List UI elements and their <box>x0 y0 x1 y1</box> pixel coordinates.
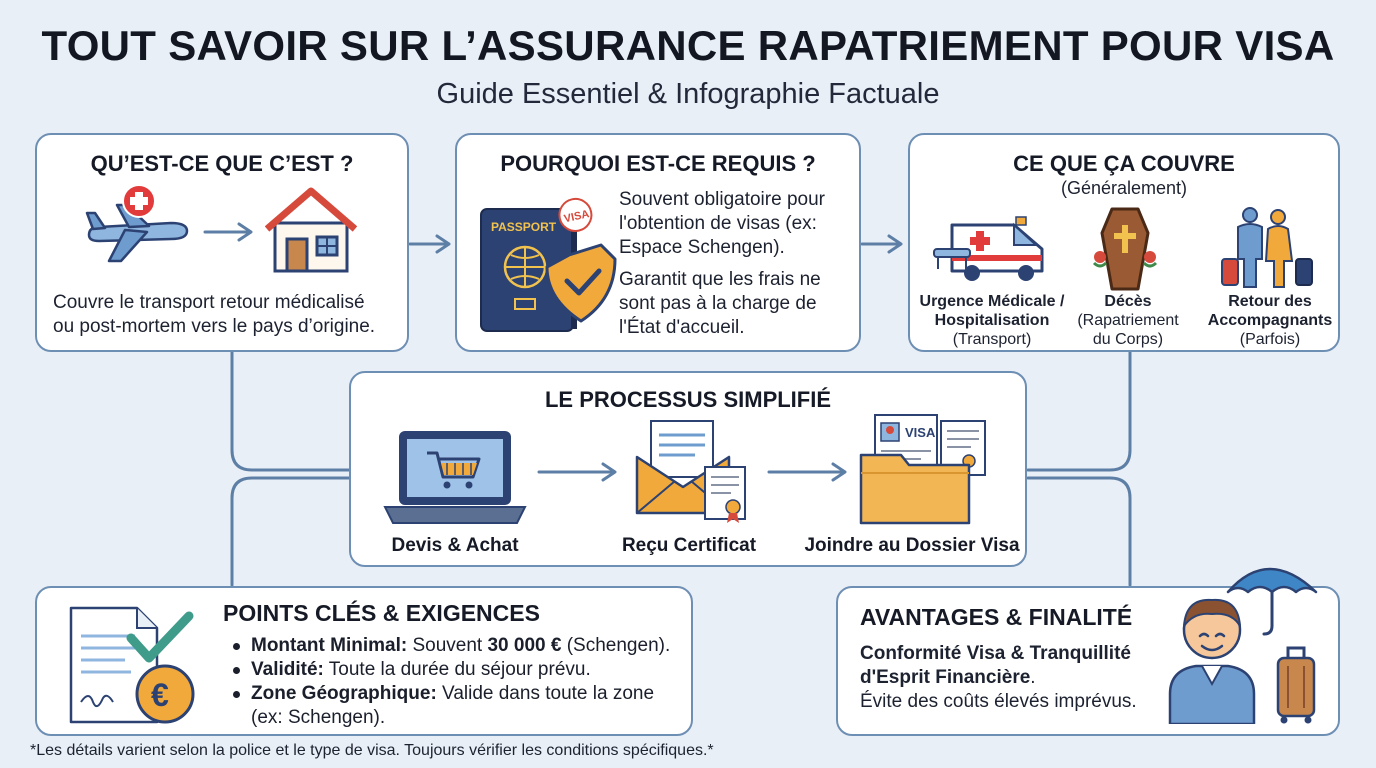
medical-plane-icon <box>85 184 189 263</box>
why-p2-line3: l'État d'accueil. <box>619 317 745 338</box>
why-p1-line3: Espace Schengen). <box>619 237 785 258</box>
card-benefits: AVANTAGES & FINALITÉ Conformité Visa & T… <box>836 586 1340 736</box>
why-p1-line1: Souvent obligatoire pour <box>619 189 825 210</box>
card-keypoints-title: POINTS CLÉS & EXIGENCES <box>223 600 540 626</box>
coverage-item-medical: Urgence Médicale / Hospitalisation (Tran… <box>912 292 1072 349</box>
coverage-companions-l1: Retour des <box>1228 293 1312 310</box>
coverage-death-l2: (Rapatriement <box>1077 312 1179 329</box>
card-why-required: POURQUOI EST-CE REQUIS ? PASSPORT VISA S… <box>455 133 861 352</box>
benefits-bold-line1: Conformité Visa & Tranquillité <box>860 642 1131 666</box>
ambulance-icon <box>933 216 1044 281</box>
keypoint-validity-text: Toute la durée du séjour prévu. <box>323 659 591 680</box>
coverage-medical-l2: Hospitalisation <box>934 312 1050 329</box>
home-icon <box>265 187 357 273</box>
coverage-medical-l1: Urgence Médicale / <box>919 293 1065 310</box>
card-coverage-title: CE QUE ÇA COUVRE <box>1013 151 1235 176</box>
what-text-line1: Couvre le transport retour médicalisé <box>53 292 365 313</box>
visa-doc-label: VISA <box>905 425 936 440</box>
benefits-bold-l2: d'Esprit Financière <box>860 667 1031 688</box>
document-euro-check-icon: € <box>69 606 195 724</box>
envelope-certificate-icon <box>635 420 746 523</box>
arrow-right-icon <box>537 462 617 482</box>
keypoints-list: Montant Minimal: Souvent 30 000 € (Schen… <box>225 634 685 730</box>
card-process-title: LE PROCESSUS SIMPLIFIÉ <box>544 387 832 412</box>
footnote: *Les détails varient selon la police et … <box>30 742 714 759</box>
visa-folder-icon: VISA <box>859 414 986 525</box>
coffin-icon <box>1092 207 1158 291</box>
card-what-is-it: QU’EST-CE QUE C’EST ? Couvre le transpor… <box>35 133 409 352</box>
card-coverage: CE QUE ÇA COUVRE (Généralement) Urgence … <box>908 133 1340 352</box>
card-key-points: € POINTS CLÉS & EXIGENCES Montant Minima… <box>35 586 693 736</box>
coverage-death-l3: du Corps) <box>1092 331 1164 348</box>
coverage-death-l1: Décès <box>1104 293 1152 310</box>
what-text-line2: ou post-mortem vers le pays d’origine. <box>53 316 376 337</box>
card-process: LE PROCESSUS SIMPLIFIÉ VISA D <box>349 371 1027 567</box>
card-coverage-subtitle: (Généralement) <box>1060 178 1188 198</box>
keypoint-minimum-amount: Montant Minimal: Souvent 30 000 € (Schen… <box>225 634 685 658</box>
card-why-title: POURQUOI EST-CE REQUIS ? <box>500 151 816 176</box>
keypoint-minimum-pre: Souvent <box>407 635 488 656</box>
keypoint-validity: Validité: Toute la durée du séjour prévu… <box>225 658 685 682</box>
coverage-medical-l3: (Transport) <box>952 331 1032 348</box>
coverage-companions-l2: Accompagnants <box>1207 312 1333 329</box>
passport-label: PASSPORT <box>491 220 557 234</box>
person-umbrella-suitcase-icon <box>1168 567 1318 724</box>
coverage-item-companions: Retour des Accompagnants (Parfois) <box>1198 292 1342 349</box>
benefits-text: Évite des coûts élevés imprévus. <box>860 691 1137 712</box>
keypoint-zone-text: Valide dans toute la zone <box>436 683 655 704</box>
keypoint-zone-label: Zone Géographique: <box>251 683 437 704</box>
coverage-companions-l3: (Parfois) <box>1239 331 1301 348</box>
keypoint-validity-label: Validité: <box>251 659 324 680</box>
coverage-item-death: Décès (Rapatriement du Corps) <box>1068 292 1188 349</box>
euro-symbol: € <box>151 677 169 713</box>
step-attach-visa-file: Joindre au Dossier Visa <box>804 535 1020 556</box>
arrow-right-icon <box>767 462 847 482</box>
visa-stamp-label: VISA <box>563 208 591 225</box>
keypoint-zone-text2: (ex: Schengen). <box>251 707 386 728</box>
card-benefits-title: AVANTAGES & FINALITÉ <box>860 604 1133 630</box>
page-subtitle: Guide Essentiel & Infographie Factuale <box>436 78 940 110</box>
why-p2-line2: sont pas à la charge de <box>619 293 817 314</box>
benefits-bold-end: . <box>1030 667 1036 688</box>
keypoint-minimum-amount-value: 30 000 € <box>487 635 562 656</box>
passport-shield-icon: PASSPORT VISA <box>480 197 617 332</box>
arrow-right-icon <box>203 222 253 242</box>
card-what-title: QU’EST-CE QUE C’EST ? <box>90 151 354 176</box>
laptop-cart-icon <box>383 431 527 524</box>
step-quote-purchase: Devis & Achat <box>391 535 519 556</box>
step-receive-certificate: Reçu Certificat <box>621 535 757 556</box>
why-p2-line1: Garantit que les frais ne <box>619 269 821 290</box>
keypoint-minimum-label: Montant Minimal: <box>251 635 408 656</box>
why-p1-line2: l'obtention de visas (ex: <box>619 213 817 234</box>
page-title: TOUT SAVOIR SUR L’ASSURANCE RAPATRIEMENT… <box>41 22 1335 69</box>
family-luggage-icon <box>1221 207 1313 288</box>
benefits-bold-l1: Conformité Visa & Tranquillité <box>860 643 1131 664</box>
keypoint-geographic-zone: Zone Géographique: Valide dans toute la … <box>225 682 685 730</box>
keypoint-minimum-post: (Schengen). <box>561 635 671 656</box>
benefits-bold-line2: d'Esprit Financière. <box>860 666 1036 690</box>
